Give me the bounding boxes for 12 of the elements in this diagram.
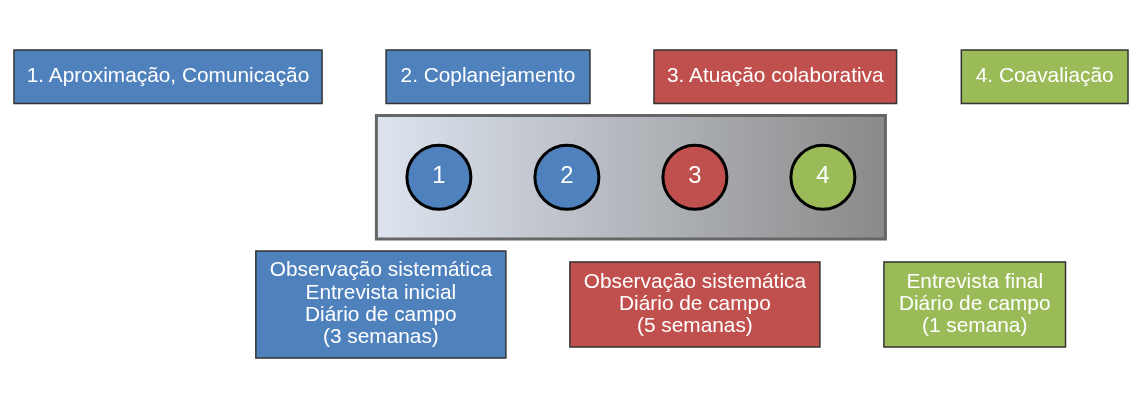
- node-box: 2. Coplanejamento: [385, 49, 591, 105]
- node-box: Observação sistemática Diário de campo (5 semanas): [569, 261, 821, 348]
- node-box: Entrevista final Diário de campo (1 semana): [883, 261, 1067, 348]
- node-circle: 3: [661, 143, 729, 211]
- node-circle: 1: [405, 143, 473, 211]
- node-box: Observação sistemática Entrevista inicial Diário de campo (3 semanas): [255, 250, 507, 359]
- node-box: 1. Aproximação, Comunicação: [13, 49, 323, 105]
- node-circle: 2: [533, 143, 601, 211]
- node-box: 4. Coavaliação: [960, 49, 1129, 105]
- node-box: 3. Atuação colaborativa: [653, 49, 898, 105]
- node-circle: 4: [789, 143, 857, 211]
- cluster: [374, 113, 887, 241]
